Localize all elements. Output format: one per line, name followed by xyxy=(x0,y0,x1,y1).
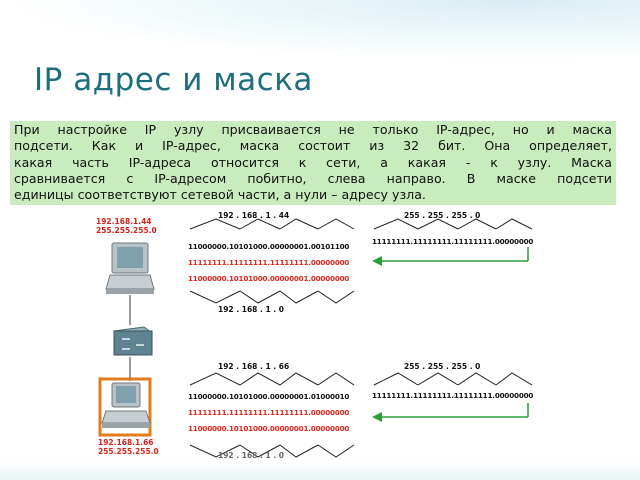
mask-binary-bottom: 11111111.11111111.11111111.00000000 xyxy=(188,408,350,417)
and-binary-top: 11000000.10101000.00000001.00000000 xyxy=(188,274,350,283)
arrow-icon xyxy=(372,247,529,266)
and-binary-bottom: 11000000.10101000.00000001.00000000 xyxy=(188,424,350,433)
mask-dotted-bottom: 255 . 255 . 255 . 0 xyxy=(404,362,481,371)
ip-binary-top: 11000000.10101000.00000001.00101100 xyxy=(188,242,350,251)
description-line: подсети. Как и IP-адрес, маска состоит и… xyxy=(14,138,612,154)
slide-title: IP адрес и маска xyxy=(34,62,313,98)
arrow-icon xyxy=(372,403,529,422)
ip-dotted-bottom: 192 . 168 . 1 . 66 xyxy=(218,362,290,371)
mask-binary-right-bottom: 11111111.11111111.11111111.00000000 xyxy=(372,391,534,400)
network-mask-diagram: 192.168.1.44 255.255.255.0 192.168.1.66 … xyxy=(92,207,540,460)
network-dotted-bottom: 192 . 168 . 1 . 0 xyxy=(218,451,284,460)
diagram-graphics xyxy=(98,218,533,458)
ip-dotted-top: 192 . 168 . 1 . 44 xyxy=(218,211,290,220)
computer-icon xyxy=(105,242,155,294)
description-line: При настройке IP узлу присваивается не т… xyxy=(14,122,612,137)
description-textbox: При настройке IP узлу присваивается не т… xyxy=(10,121,616,205)
computer-icon xyxy=(98,377,152,437)
ip-binary-bottom: 11000000.10101000.00000001.01000010 xyxy=(188,392,350,401)
host1-ip: 192.168.1.44 xyxy=(96,217,152,226)
mask-binary-right-top: 11111111.11111111.11111111.00000000 xyxy=(372,237,534,246)
octet-brackets-bottom xyxy=(189,372,533,458)
host2-mask: 255.255.255.0 xyxy=(98,447,159,456)
mask-dotted-top: 255 . 255 . 255 . 0 xyxy=(404,211,481,220)
mask-binary-top: 11111111.11111111.11111111.00000000 xyxy=(188,258,350,267)
description-line: сравнивается с IP-адресом побитно, слева… xyxy=(14,170,612,186)
description-line: какая часть IP-адреса относится к сети, … xyxy=(14,154,612,170)
host1-mask: 255.255.255.0 xyxy=(96,226,157,235)
switch-icon xyxy=(112,326,154,356)
host2-ip: 192.168.1.66 xyxy=(98,438,154,447)
header-decoration xyxy=(0,0,640,60)
footer-decoration xyxy=(0,462,640,480)
octet-brackets-top xyxy=(189,218,533,304)
description-line: единицы соответствуют сетевой части, а н… xyxy=(14,187,426,203)
network-dotted-top: 192 . 168 . 1 . 0 xyxy=(218,305,284,314)
